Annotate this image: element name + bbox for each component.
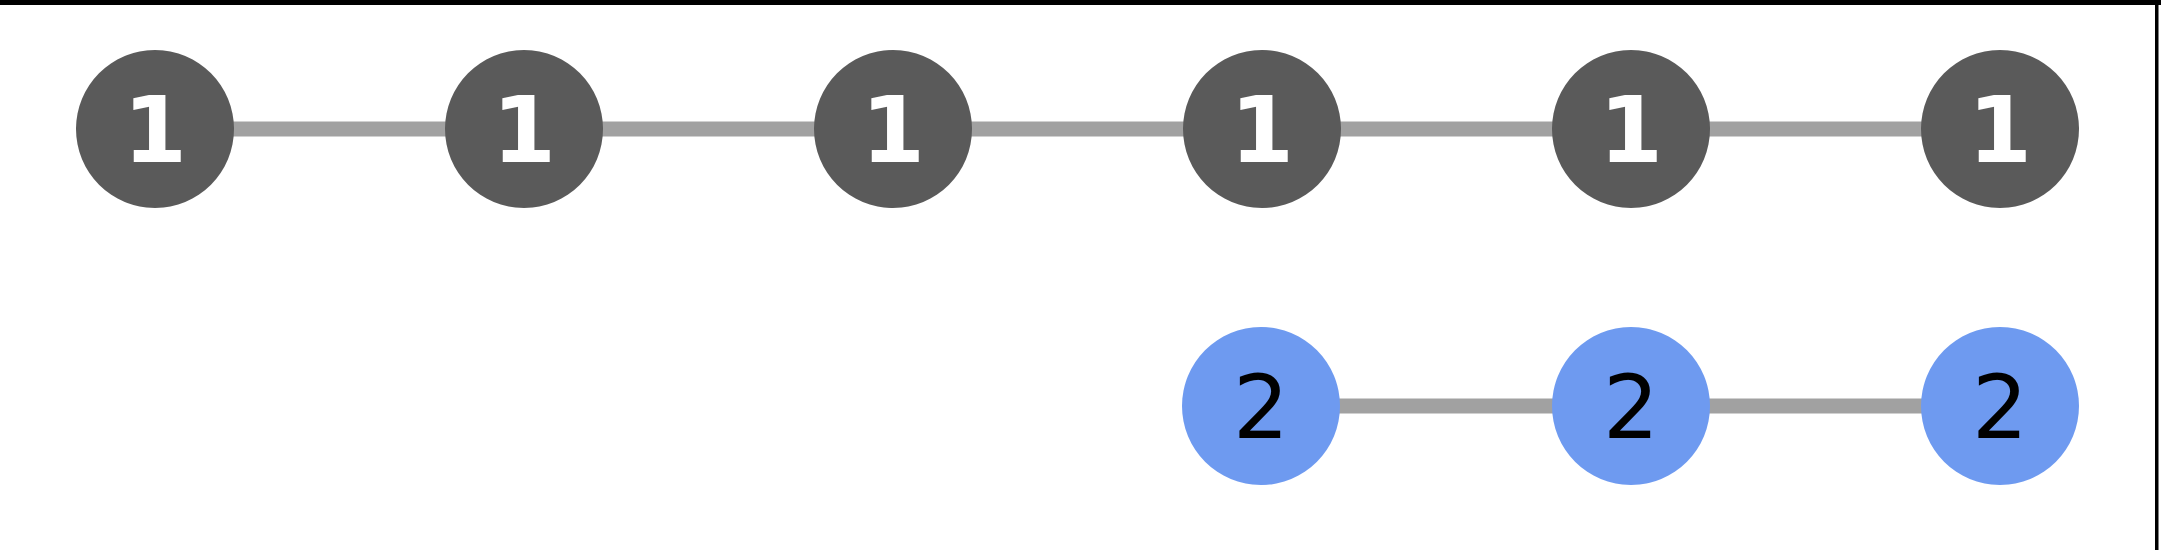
graph-node xyxy=(1183,50,1341,208)
node-label: 2 xyxy=(1603,356,1659,459)
graph-node xyxy=(1921,50,2079,208)
path-graph-top: 1 1 1 1 1 1 xyxy=(76,50,2079,208)
graph-node xyxy=(1182,327,1340,485)
frame-right-border xyxy=(2155,0,2159,550)
node-label: 1 xyxy=(492,77,556,184)
node-label: 1 xyxy=(1599,77,1663,184)
graph-node xyxy=(1552,50,1710,208)
node-label: 1 xyxy=(123,77,187,184)
node-label: 1 xyxy=(1230,77,1294,184)
frame-top-border xyxy=(0,0,2161,5)
node-label: 2 xyxy=(1972,356,2028,459)
node-label: 1 xyxy=(1968,77,2032,184)
graph-node xyxy=(76,50,234,208)
graph-node xyxy=(1552,327,1710,485)
graph-node xyxy=(445,50,603,208)
graph-node xyxy=(1921,327,2079,485)
path-graph-bottom: 2 2 2 xyxy=(1182,327,2079,485)
node-label: 1 xyxy=(861,77,925,184)
graph-node xyxy=(814,50,972,208)
node-label: 2 xyxy=(1233,356,1289,459)
